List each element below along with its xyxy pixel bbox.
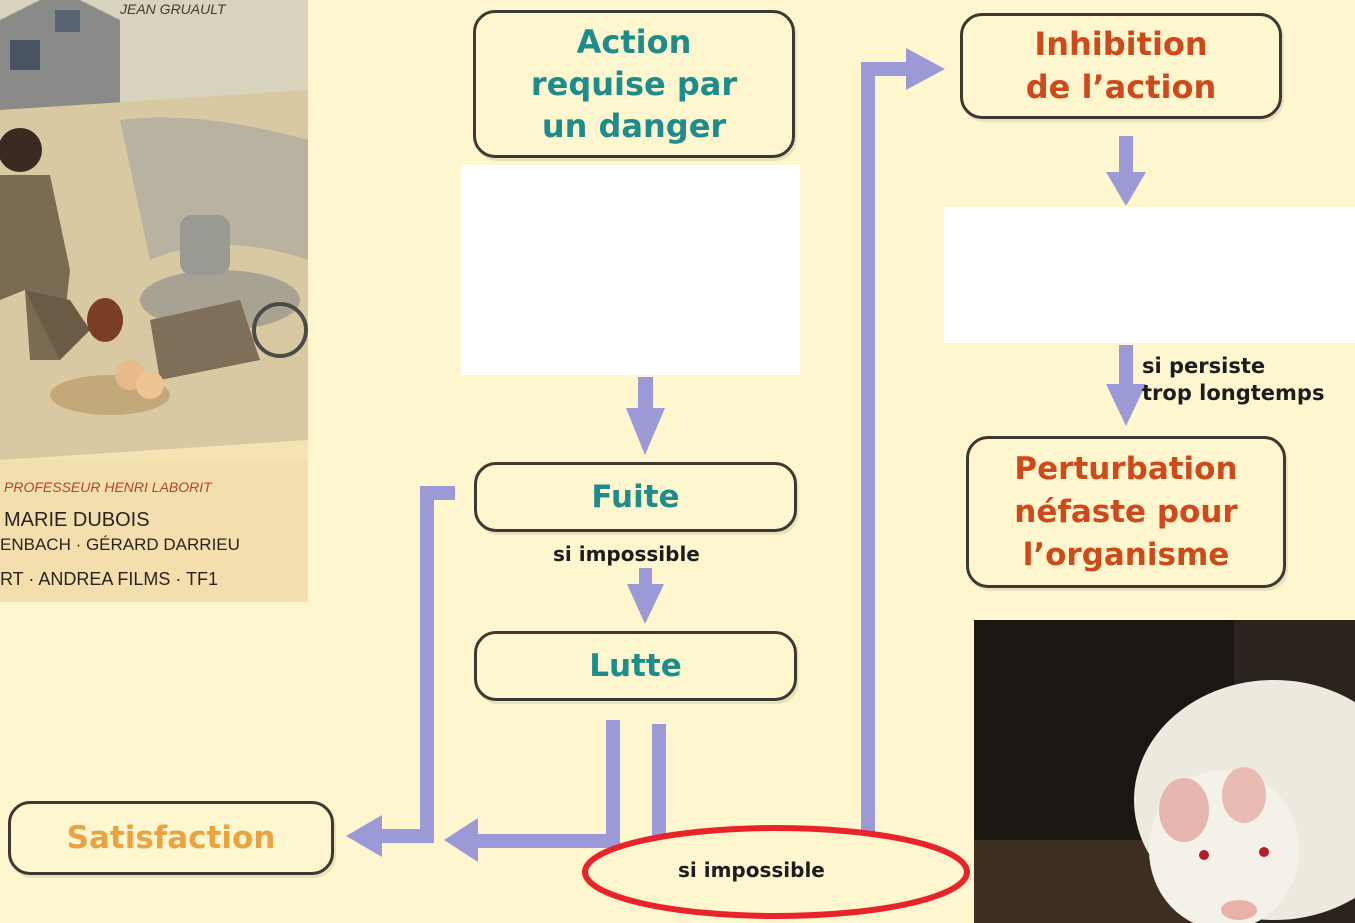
action-box-line-3: un danger <box>541 107 727 145</box>
connector-fuite-vertical <box>420 486 434 842</box>
white-rat-photo <box>974 620 1355 923</box>
action-required-box: Action requise par un danger <box>473 10 795 158</box>
label-trop-longtemps: trop longtemps <box>1142 381 1325 405</box>
arrow-persiste-down <box>1119 345 1133 389</box>
arrow-to-inhibition-head <box>906 48 945 90</box>
satisfaction-box: Satisfaction <box>8 801 334 875</box>
connector-satisfaction-horizontal <box>375 829 434 843</box>
arrow-persiste-down-head <box>1106 384 1146 426</box>
arrow-inhibition-down <box>1119 136 1133 178</box>
satisfaction-box-label: Satisfaction <box>66 820 276 856</box>
arrow-inhibition-down-head <box>1106 172 1146 206</box>
perturbation-box-line-3: l’organisme <box>1022 536 1230 573</box>
poster-credit-text: JEAN GRUAULT <box>119 1 227 17</box>
perturbation-box-line-2: néfaste pour <box>1014 493 1238 530</box>
arrow-lutte-to-satisfaction-head <box>444 818 478 862</box>
connector-inhibition-horizontal <box>861 62 911 76</box>
perturbation-box: Perturbation néfaste pour l’organisme <box>966 436 1286 588</box>
poster-cast-text-1: MARIE DUBOIS <box>4 509 150 531</box>
lutte-box: Lutte <box>474 631 797 701</box>
arrow-to-satisfaction-head <box>346 815 382 857</box>
inhibition-box: Inhibition de l’action <box>960 13 1282 119</box>
fuite-box: Fuite <box>474 462 797 532</box>
perturbation-box-line-1: Perturbation <box>1014 450 1238 487</box>
label-si-impossible-lutte: si impossible <box>678 858 825 882</box>
arrow-action-to-fuite <box>638 377 653 415</box>
label-si-impossible-fuite: si impossible <box>553 542 700 566</box>
poster-professor-text: PROFESSEUR HENRI LABORIT <box>4 479 213 495</box>
connector-lutte-right-vertical <box>652 724 666 836</box>
connector-inhibition-vertical <box>861 62 875 832</box>
film-poster-image: JEAN GRUAULT PROFESSEUR HENRI LABORIT MA… <box>0 0 308 602</box>
blank-panel-right <box>944 207 1355 343</box>
connector-lutte-left-vertical <box>606 720 620 845</box>
action-box-line-1: Action <box>576 23 692 61</box>
poster-production-text: RT · ANDREA FILMS · TF1 <box>0 569 218 589</box>
arrow-fuite-to-lutte <box>639 568 652 586</box>
arrow-fuite-to-lutte-head <box>627 584 664 624</box>
label-si-persiste: si persiste <box>1142 354 1266 378</box>
poster-cast-text-2: ENBACH · GÉRARD DARRIEU <box>0 535 240 554</box>
action-box-line-2: requise par <box>530 65 738 103</box>
arrow-action-to-fuite-head <box>626 408 665 455</box>
inhibition-box-line-2: de l’action <box>1025 68 1217 106</box>
fuite-box-label: Fuite <box>591 479 680 515</box>
lutte-box-label: Lutte <box>589 648 682 684</box>
highlight-ellipse <box>582 825 970 919</box>
blank-panel-left <box>461 165 800 375</box>
connector-lutte-left-horizontal <box>470 834 620 848</box>
inhibition-box-line-1: Inhibition <box>1034 25 1208 63</box>
